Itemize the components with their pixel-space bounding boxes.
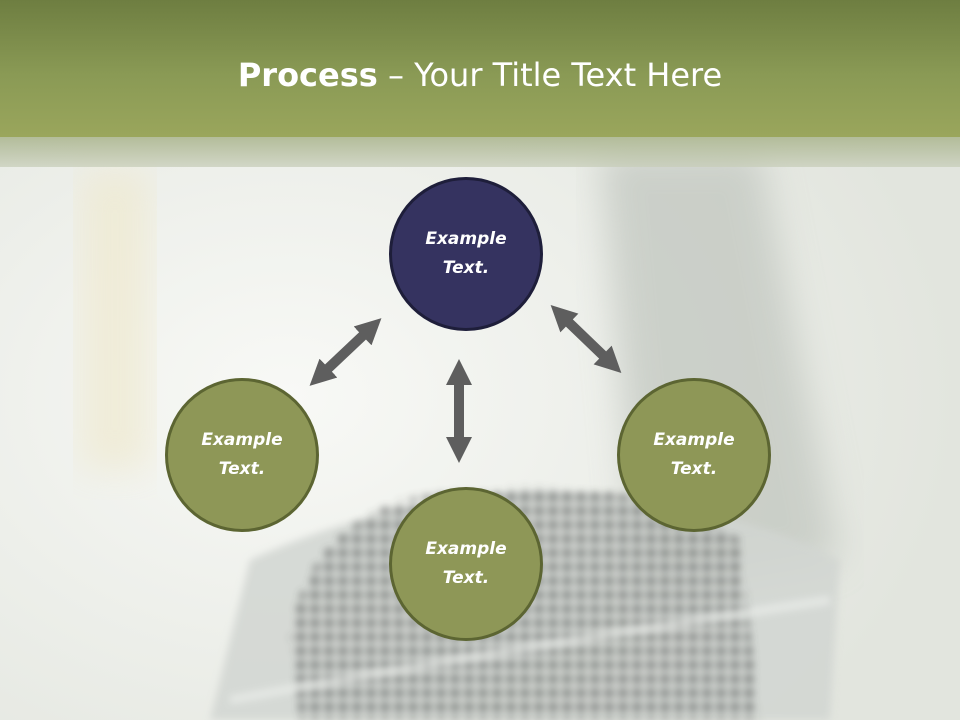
slide-title: Process – Your Title Text Here	[0, 54, 960, 96]
header-bar	[0, 0, 960, 137]
node-right-label: Example Text.	[653, 430, 735, 479]
process-node-top: Example Text.	[389, 177, 543, 331]
process-node-right: Example Text.	[617, 378, 771, 532]
node-left-label: Example Text.	[201, 430, 283, 479]
node-bottom-label: Example Text.	[425, 539, 507, 588]
node-top-label: Example Text.	[425, 229, 507, 278]
title-bold: Process	[237, 56, 378, 94]
title-rest: – Your Title Text Here	[377, 56, 723, 94]
header-band	[0, 137, 960, 167]
process-node-bottom: Example Text.	[389, 487, 543, 641]
process-node-left: Example Text.	[165, 378, 319, 532]
